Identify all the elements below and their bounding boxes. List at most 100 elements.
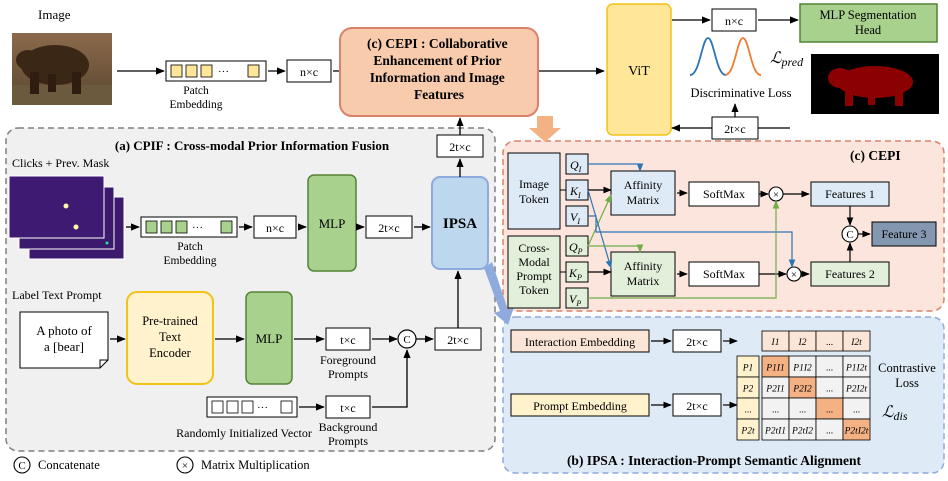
matrix-cell-label: ...: [826, 406, 833, 416]
nxc-label-top: n×c: [300, 65, 318, 79]
two-t-c-label-cpif: 2t×c: [378, 221, 399, 235]
affinity-matrix-1: [610, 170, 676, 216]
mlp-block-cpif: [307, 174, 357, 272]
i-row-cell: [842, 330, 871, 352]
matrix-cell-label: P1I2: [792, 364, 812, 374]
matrix-cell-label: ...: [799, 406, 806, 416]
patch-tokens-top: ···: [165, 60, 267, 82]
cepi-block-title: (c) CEPI : Collaborative Enhancement of …: [367, 36, 511, 102]
nxc-box-vit: [711, 8, 757, 32]
matrix-cell-label: P2I2: [792, 385, 812, 395]
i-row-cell-label: ...: [826, 338, 833, 348]
ipsa-block-label: IPSA: [443, 216, 477, 232]
distribution-curve-blue: [689, 37, 727, 76]
two-t-c-box-cpif: [365, 215, 413, 239]
matrix-cell-label: P1I2t: [845, 364, 867, 374]
two-t-c-label-ipsa-out: 2t×c: [449, 140, 470, 154]
svg-text:2t×c: 2t×c: [686, 399, 707, 413]
svg-text:Features 2: Features 2: [825, 267, 875, 281]
loss-pred: ℒpred: [770, 50, 804, 69]
prompt-embedding-box: [510, 393, 650, 417]
two-t-c-box-ie: [672, 329, 722, 353]
legend-concat-label: Concatenate: [38, 458, 100, 472]
bear-photo: [12, 33, 112, 105]
discriminative-loss-label: Discriminative Loss: [690, 86, 791, 100]
matrix-cell-label: ...: [826, 364, 833, 374]
nxc-label-vit: n×c: [725, 14, 743, 28]
matrix-cell-label: P2I1: [765, 385, 784, 395]
image-label: Image: [38, 7, 71, 22]
txc-label-bg: t×c: [340, 401, 355, 415]
nxc-box-top: [286, 59, 332, 83]
p-col-cell: [736, 418, 760, 441]
txc-box-bg: [325, 395, 371, 419]
svg-text:SoftMax: SoftMax: [703, 267, 745, 281]
patch-tokens-cpif: ···: [140, 216, 238, 238]
interaction-embedding-box: [510, 329, 650, 353]
matrix-cell: [842, 418, 871, 441]
svg-text:VI: VI: [570, 210, 580, 226]
matrix-cell-label: ...: [772, 406, 779, 416]
two-t-c-label-vit: 2t×c: [724, 122, 745, 136]
i-row-cell-label: I2t: [850, 338, 862, 348]
svg-text:Features 1: Features 1: [825, 187, 875, 201]
features-1: [810, 181, 890, 207]
clicks-label: Clicks + Prev. Mask: [12, 156, 109, 170]
matrix-cell-label: P2I2t: [845, 385, 867, 395]
svg-text:QI: QI: [570, 158, 582, 174]
svg-text:SoftMax: SoftMax: [703, 187, 745, 201]
mlp-label-cpif: MLP: [319, 216, 346, 231]
matrix-cell-label: P1I1: [765, 364, 784, 374]
text-prompt-doc: [19, 311, 109, 369]
matrix-cell-label: P2tI2: [791, 427, 813, 437]
random-vector-label: Randomly Initialized Vector: [176, 426, 312, 440]
p-col-cell-label: P1: [742, 364, 754, 374]
svg-text:C: C: [846, 229, 853, 241]
matrix-cell-label: ...: [826, 385, 833, 395]
distribution-curve-orange: [724, 37, 762, 76]
svg-text:···: ···: [218, 66, 229, 78]
cepi-panel-title: (c) CEPI: [850, 148, 901, 163]
txc-box-fg: [325, 327, 371, 351]
image-token-box: [507, 152, 561, 230]
svg-text:KI: KI: [569, 184, 581, 200]
svg-text:Interaction Embedding: Interaction Embedding: [525, 335, 635, 349]
p-col-cell-label: ...: [744, 406, 751, 416]
ipsa-link-arrow: [484, 262, 514, 325]
svg-text:2t×c: 2t×c: [686, 335, 707, 349]
svg-text:×: ×: [182, 460, 188, 472]
legend-mult-symbol: [176, 456, 194, 474]
svg-text:C: C: [18, 460, 25, 472]
svg-text:Prompt Embedding: Prompt Embedding: [533, 399, 627, 413]
features-2: [810, 261, 890, 287]
nxc-label-cpif: n×c: [266, 221, 284, 235]
random-vector: ···: [206, 396, 298, 418]
cepi-down-arrow: [529, 116, 561, 142]
click-mask-stack: [8, 175, 125, 260]
svg-text:···: ···: [257, 402, 268, 414]
text-encoder-block: [126, 291, 214, 385]
p-col-cell-label: P2: [742, 385, 754, 395]
ipsa-panel-title: (b) IPSA : Interaction-Prompt Semantic A…: [567, 453, 862, 468]
vit-block: [606, 3, 672, 136]
softmax-1: [688, 181, 760, 207]
svg-text:Feature 3: Feature 3: [882, 227, 927, 241]
svg-text:×: ×: [791, 269, 797, 281]
p-col-cell-label: P2t: [740, 427, 755, 437]
txc-label-fg: t×c: [340, 333, 355, 347]
i-row-cell-label: I1: [771, 338, 780, 348]
matrix-cell-label: ...: [826, 427, 833, 437]
feature-3: [871, 221, 937, 247]
